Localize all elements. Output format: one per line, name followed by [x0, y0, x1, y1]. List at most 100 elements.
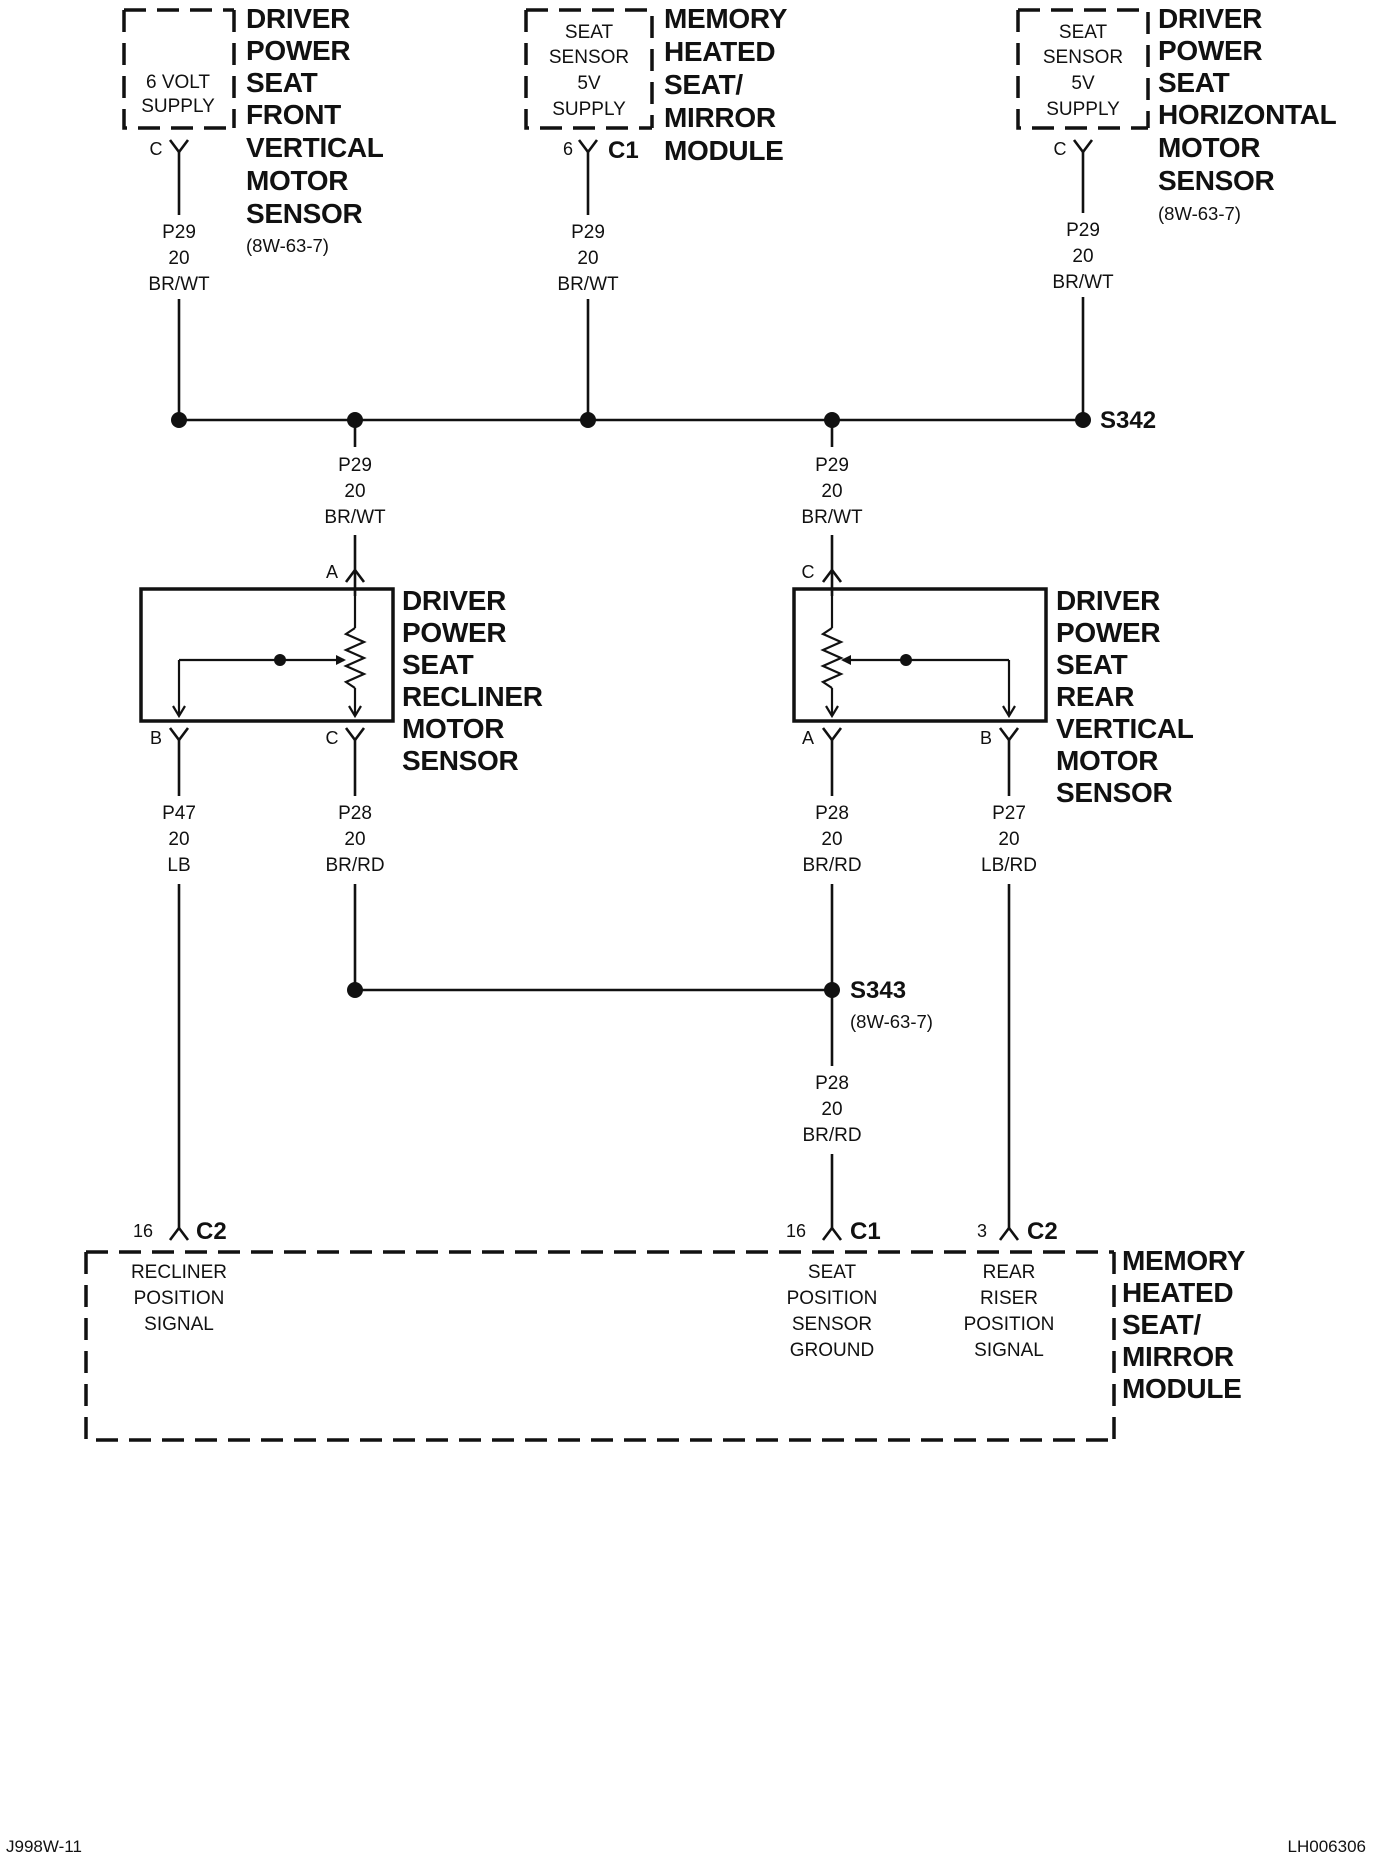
diagram-stroke: [976, 796, 1042, 884]
diagram-label: P29: [338, 455, 372, 476]
diagram-stroke: [998, 1225, 1020, 1241]
bottom-pin-label-rear-riser: REAR RISER POSITION SIGNAL: [964, 1262, 1055, 1361]
diagram-stroke: [348, 705, 362, 719]
diagram-label: 16: [786, 1221, 806, 1241]
diagram-stroke: [344, 727, 366, 743]
diagram-stroke: [841, 655, 851, 665]
splice-dot: [824, 982, 840, 998]
diagram-label: VERTICAL: [1056, 713, 1194, 744]
diagram-label: SEAT: [1056, 649, 1128, 680]
diagram-stroke: [526, 8, 654, 128]
diagram-label: POSITION: [787, 1288, 878, 1309]
diagram-label: 20: [821, 1099, 842, 1120]
diagram-label: DRIVER: [246, 3, 350, 34]
diagram-label: SEAT: [246, 67, 318, 98]
splice-dot: [580, 412, 596, 428]
front-sensor-ref: (8W-63-7): [246, 235, 329, 256]
diagram-label: RECLINER: [402, 681, 543, 712]
diagram-label: BR/RD: [325, 855, 384, 876]
diagram-label: LB/RD: [981, 855, 1037, 876]
splice-s342-label: S342: [1100, 407, 1156, 434]
diagram-label: POWER: [1158, 35, 1262, 66]
diagram-label: 6: [563, 139, 573, 159]
diagram-stroke: [802, 447, 862, 535]
front-supply-line-2: SUPPLY: [141, 96, 215, 117]
wire-label-rear-c: P29 20 BR/WT: [801, 447, 863, 535]
wire-label-module: P29 20 BR/WT: [557, 215, 619, 299]
diagram-label: LB: [167, 855, 190, 876]
diagram-label: SUPPLY: [552, 99, 626, 120]
diagram-stroke: [84, 1252, 1114, 1442]
diagram-label: SIGNAL: [974, 1340, 1044, 1361]
diagram-label: 20: [821, 481, 842, 502]
diagram-label: RECLINER: [131, 1262, 227, 1283]
diagram-label: 20: [821, 829, 842, 850]
diagram-stroke: [821, 727, 843, 743]
diagram-label: BR/WT: [557, 274, 619, 295]
diagram-label: SEAT/: [664, 69, 743, 100]
diagram-stroke: [172, 705, 186, 719]
diagram-label: MODULE: [1122, 1373, 1242, 1404]
wire-label-recliner-c: P28 20 BR/RD: [322, 796, 388, 884]
diagram-label: BR/RD: [802, 855, 861, 876]
diagram-label: RISER: [980, 1288, 1038, 1309]
diagram-stroke: [577, 139, 599, 155]
diagram-stroke: [820, 627, 844, 689]
horizontal-sensor-title: DRIVER POWER SEAT HORIZONTAL MOTOR SENSO…: [1158, 3, 1337, 224]
diagram-label: P28: [815, 1073, 849, 1094]
diagram-label: BR/WT: [801, 507, 863, 528]
diagram-label: SENSOR: [549, 47, 629, 68]
bottom-pin-label-recliner: RECLINER POSITION SIGNAL: [131, 1262, 227, 1335]
horizontal-sensor-supply-box: SEAT SENSOR 5V SUPPLY: [1016, 8, 1150, 130]
diagram-label: C: [150, 139, 163, 159]
diagram-label: BR/WT: [1052, 272, 1114, 293]
diagram-label: FRONT: [246, 99, 341, 130]
diagram-label: 20: [577, 248, 598, 269]
diagram-stroke: [1018, 8, 1150, 128]
diagram-stroke: [792, 587, 1048, 723]
diagram-label: P47: [162, 803, 196, 824]
connector-front-c: C: [150, 139, 190, 159]
diagram-label: 20: [1072, 246, 1093, 267]
diagram-label: P28: [338, 803, 372, 824]
diagram-label: 20: [168, 248, 189, 269]
diagram-label: POWER: [246, 35, 350, 66]
diagram-label: MIRROR: [664, 102, 776, 133]
connector-module-6-c1: 6 C1: [563, 137, 639, 164]
diagram-label: C2: [196, 1218, 227, 1245]
memory-module-top-box: SEAT SENSOR 5V SUPPLY: [524, 8, 654, 130]
diagram-label: POSITION: [964, 1314, 1055, 1335]
memory-module-bottom-title: MEMORY HEATED SEAT/ MIRROR MODULE: [1122, 1245, 1246, 1404]
diagram-stroke: [1072, 139, 1094, 155]
wire-label-ground: P28 20 BR/RD: [799, 1066, 865, 1154]
memory-module-top-title: MEMORY HEATED SEAT/ MIRROR MODULE: [664, 3, 788, 166]
diagram-label: BR/WT: [324, 507, 386, 528]
diagram-label: SEAT: [1158, 67, 1230, 98]
recliner-sensor: A B C: [139, 562, 395, 748]
diagram-label: SEAT: [1059, 22, 1108, 43]
diagram-stroke: [821, 1225, 843, 1241]
diagram-stroke: [1002, 705, 1016, 719]
diagram-label: 20: [344, 829, 365, 850]
wire-label-rear-b: P27 20 LB/RD: [976, 796, 1042, 884]
diagram-label: 5V: [1071, 73, 1095, 94]
footer-right-code: LH006306: [1288, 1837, 1366, 1856]
diagram-label: P29: [815, 455, 849, 476]
diagram-stroke: [559, 215, 617, 299]
diagram-label: B: [150, 728, 162, 748]
diagram-label: C1: [608, 137, 639, 164]
splice-dot: [171, 412, 187, 428]
diagram-stroke: [150, 215, 208, 299]
diagram-stroke: [343, 627, 367, 689]
diagram-label: GROUND: [790, 1340, 874, 1361]
wire-label-recliner-b: P47 20 LB: [150, 796, 208, 884]
diagram-label: MOTOR: [246, 165, 348, 196]
diagram-label: MOTOR: [1056, 745, 1158, 776]
diagram-label: P27: [992, 803, 1026, 824]
diagram-label: BR/RD: [802, 1125, 861, 1146]
wire-label-front: P29 20 BR/WT: [148, 215, 210, 299]
diagram-label: 16: [133, 1221, 153, 1241]
diagram-label: A: [326, 562, 338, 582]
diagram-stroke: [122, 10, 234, 130]
